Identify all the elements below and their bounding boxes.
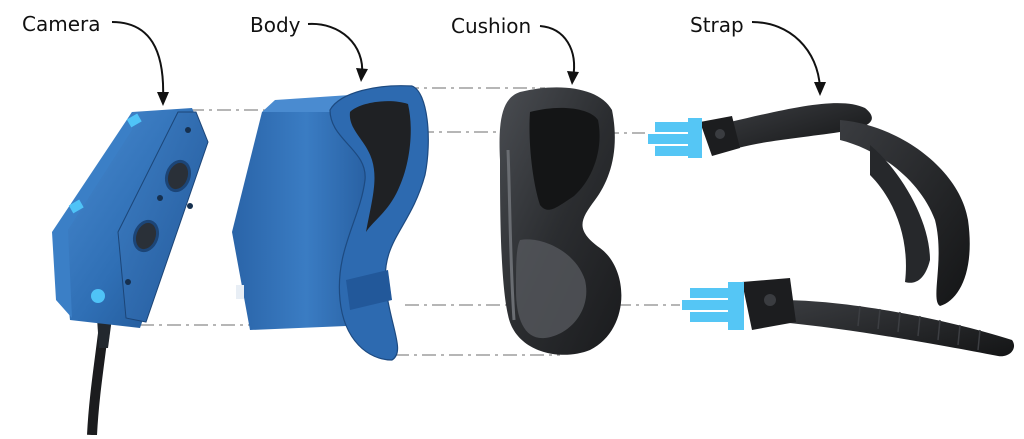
camera-button — [91, 289, 105, 303]
body-frame-inner — [349, 101, 411, 232]
camera-led-top — [126, 113, 142, 128]
strap-part — [648, 103, 1015, 357]
cushion-part — [499, 87, 622, 355]
body-label: Body — [250, 13, 301, 37]
strap-label: Strap — [690, 13, 744, 37]
cushion-inner — [529, 107, 600, 210]
label-arrows — [111, 21, 826, 106]
body-arrow-head — [356, 68, 368, 82]
camera-screw-4 — [187, 203, 193, 209]
camera-screw-3 — [125, 279, 131, 285]
strap-upper-buckle-pin — [715, 129, 725, 139]
cushion-label: Cushion — [451, 14, 532, 38]
camera-led-side — [68, 199, 84, 214]
strap-arrow-head — [814, 82, 826, 96]
body-slot — [236, 285, 244, 299]
camera-arrow-head — [157, 92, 169, 106]
camera-arrow — [111, 21, 165, 101]
strap-head-loop — [840, 120, 970, 306]
strap-upper-band — [730, 103, 872, 148]
cushion-edge — [506, 149, 516, 321]
camera-label: Camera — [22, 12, 101, 36]
cushion-lower-window — [516, 239, 587, 339]
camera-side-face — [52, 112, 132, 318]
body-part — [232, 85, 429, 361]
strap-lower-clip — [682, 282, 744, 330]
camera-screw-1 — [185, 127, 191, 133]
camera-lens-bottom — [132, 219, 160, 253]
cushion-arrow — [539, 25, 576, 79]
strap-arrow — [751, 21, 821, 89]
strap-lower-band — [780, 300, 1015, 357]
cushion-arrow-head — [567, 71, 579, 85]
strap-mid-loop — [870, 145, 930, 283]
strap-upper-clip — [648, 118, 702, 158]
camera-screw-2 — [157, 195, 163, 201]
body-arrow — [307, 22, 364, 76]
body-clip-mount — [346, 270, 392, 310]
strap-ribs — [857, 305, 981, 351]
camera-part — [52, 108, 209, 436]
camera-cable-boot — [97, 318, 112, 348]
camera-lens-top — [164, 159, 192, 193]
strap-lower-buckle-pin — [764, 294, 776, 306]
